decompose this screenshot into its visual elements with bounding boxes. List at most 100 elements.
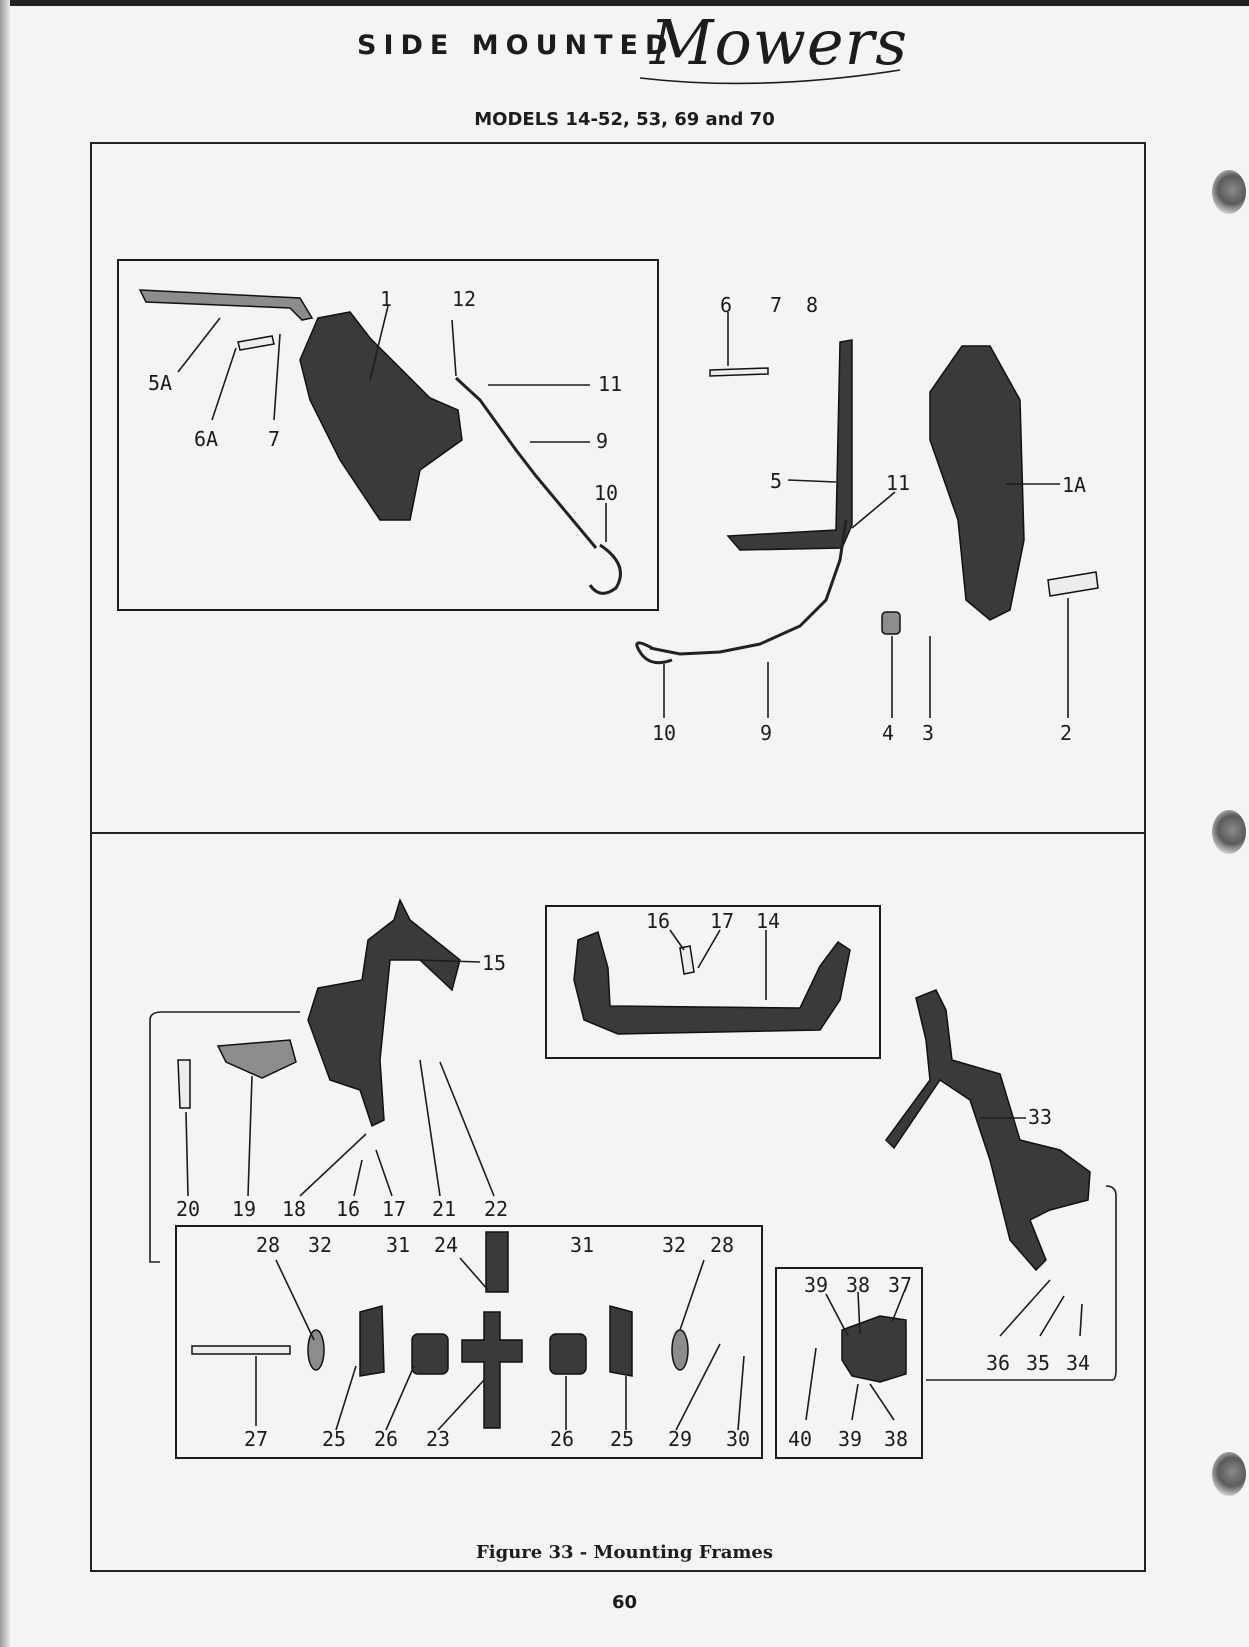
callout-8: 8: [806, 293, 818, 317]
callout-18: 18: [282, 1197, 306, 1221]
part-fitting-37: [841, 1315, 907, 1383]
callout-25a: 25: [322, 1427, 346, 1451]
leader-1: [369, 305, 389, 381]
binder-hole-bottom: [1212, 1452, 1246, 1496]
inset-box-fitting-37: [775, 1267, 923, 1459]
figure-frame: [90, 142, 1146, 1572]
part-bushing-26b: [549, 1333, 587, 1375]
binder-hole-top: [1212, 170, 1246, 214]
title-caps: SIDE MOUNTED: [357, 30, 675, 61]
leader-24: [459, 1257, 489, 1291]
leader-34: [1079, 1303, 1083, 1337]
leader-29: [675, 1343, 721, 1431]
part-bracket-25b: [609, 1305, 633, 1377]
callout-28a: 28: [256, 1233, 280, 1257]
callout-19: 19: [232, 1197, 256, 1221]
title-script: Mowers: [650, 6, 909, 79]
leader-20: [185, 1111, 189, 1197]
callout-26a: 26: [374, 1427, 398, 1451]
callout-40: 40: [788, 1427, 812, 1451]
callout-30: 30: [726, 1427, 750, 1451]
callout-39a: 39: [804, 1273, 828, 1297]
leader-5: [787, 479, 837, 483]
part-block-24: [485, 1231, 509, 1293]
callout-3: 3: [922, 721, 934, 745]
callout-31b: 31: [570, 1233, 594, 1257]
callout-26b: 26: [550, 1427, 574, 1451]
leader-30: [737, 1355, 745, 1431]
figure-divider: [90, 832, 1146, 834]
callout-23: 23: [426, 1427, 450, 1451]
callout-35: 35: [1026, 1351, 1050, 1375]
part-chain-9b: [635, 519, 848, 665]
leader-28a: [275, 1259, 315, 1341]
part-bolt-16a: [679, 945, 695, 975]
leader-11b: [851, 491, 896, 529]
part-bolt-2: [1047, 571, 1099, 597]
callout-12: 12: [452, 287, 476, 311]
connector-line-left: [149, 1011, 300, 1263]
callout-4: 4: [882, 721, 894, 745]
callout-27: 27: [244, 1427, 268, 1451]
callout-25b: 25: [610, 1427, 634, 1451]
title-flourish: [639, 69, 901, 85]
callout-9a: 9: [596, 429, 608, 453]
leader-38a: [857, 1291, 861, 1335]
leader-7a: [273, 333, 281, 421]
part-chain-9a: [454, 376, 622, 595]
callout-29: 29: [668, 1427, 692, 1451]
callout-32a: 32: [308, 1233, 332, 1257]
callout-32b: 32: [662, 1233, 686, 1257]
callout-15: 15: [482, 951, 506, 975]
leader-35: [1039, 1295, 1065, 1337]
part-block-19: [216, 1039, 297, 1079]
callout-16a: 16: [646, 909, 670, 933]
callout-39b: 39: [838, 1427, 862, 1451]
callout-22: 22: [484, 1197, 508, 1221]
callout-5: 5: [770, 469, 782, 493]
leader-17a: [697, 929, 721, 969]
part-bracket-1a: [929, 345, 1025, 621]
part-trunnion-23: [461, 1311, 523, 1429]
connector-line-right: [926, 1185, 1117, 1381]
inset-box-frame-14: [545, 905, 881, 1059]
binder-hole-middle: [1212, 810, 1246, 854]
callout-37: 37: [888, 1273, 912, 1297]
leader-38b: [869, 1383, 895, 1421]
page-left-edge: [0, 0, 10, 1647]
leader-28b: [679, 1259, 705, 1331]
callout-17a: 17: [710, 909, 734, 933]
callout-1: 1: [380, 287, 392, 311]
part-washer-28b: [671, 1329, 689, 1371]
leader-6a: [211, 347, 237, 421]
leader-39a: [825, 1293, 849, 1337]
leader-36: [999, 1279, 1051, 1337]
callout-11b: 11: [886, 471, 910, 495]
page-number: 60: [611, 1592, 638, 1613]
part-bar-5a: [138, 289, 314, 321]
callout-36: 36: [986, 1351, 1010, 1375]
figure-caption: Figure 33 - Mounting Frames: [476, 1542, 773, 1563]
leader-18: [299, 1133, 367, 1197]
part-bracket-1: [299, 311, 463, 521]
callout-10a: 10: [594, 481, 618, 505]
callout-31a: 31: [386, 1233, 410, 1257]
leader-39b: [851, 1383, 859, 1421]
callout-14: 14: [756, 909, 780, 933]
leader-12: [451, 319, 457, 377]
part-lever-15: [307, 897, 461, 1128]
leader-19: [247, 1075, 253, 1197]
leader-16a: [669, 929, 685, 951]
leader-37: [891, 1291, 905, 1323]
callout-5a: 5A: [148, 371, 172, 395]
callout-16b: 16: [336, 1197, 360, 1221]
leader-23: [437, 1379, 485, 1431]
part-nut-4: [881, 611, 901, 635]
callout-28b: 28: [710, 1233, 734, 1257]
callout-7b: 7: [770, 293, 782, 317]
leader-26a: [385, 1365, 415, 1431]
part-bolt-6a: [237, 335, 275, 351]
inset-box-pivot-assembly: [175, 1225, 763, 1459]
callout-17b: 17: [382, 1197, 406, 1221]
callout-10b: 10: [652, 721, 676, 745]
